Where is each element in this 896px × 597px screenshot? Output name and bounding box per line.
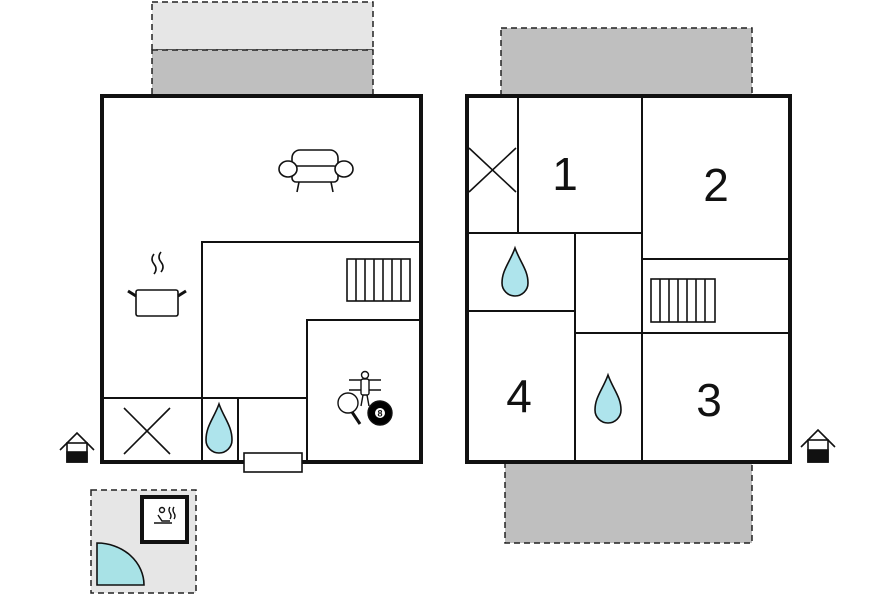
terrace-upper-bottom bbox=[504, 461, 753, 544]
ground-floor: 8 bbox=[59, 1, 423, 594]
staircase-icon bbox=[650, 278, 716, 323]
shower-drop-icon bbox=[594, 372, 622, 424]
terrace-upper-top bbox=[500, 27, 753, 97]
sofa-icon bbox=[278, 149, 354, 193]
room-2-label: 2 bbox=[703, 159, 729, 211]
sauna-icon bbox=[154, 506, 176, 524]
svg-text:8: 8 bbox=[377, 409, 382, 419]
storage-x-icon bbox=[468, 147, 517, 193]
room-1-label: 1 bbox=[552, 148, 578, 200]
terrace-top-light bbox=[151, 1, 374, 51]
stove-pot-icon bbox=[127, 251, 187, 317]
shower-drop-icon bbox=[205, 401, 233, 454]
staircase-icon bbox=[346, 258, 411, 302]
shower-drop-icon bbox=[501, 245, 529, 297]
table-games-icon: 8 bbox=[337, 370, 393, 426]
bench-icon bbox=[243, 452, 303, 473]
storage-x-icon bbox=[123, 407, 171, 455]
ground-floor-inner-walls bbox=[102, 241, 421, 462]
door-swing-icon bbox=[96, 542, 145, 586]
sauna-area bbox=[90, 489, 197, 594]
entrance-icon bbox=[59, 431, 95, 463]
room-3-label: 3 bbox=[696, 374, 722, 426]
room-4-label: 4 bbox=[506, 370, 532, 422]
upper-floor: 1 2 3 4 bbox=[465, 27, 836, 544]
entrance-icon bbox=[800, 428, 836, 463]
upper-floor-inner-walls bbox=[467, 96, 790, 462]
terrace-top-dark bbox=[151, 49, 374, 97]
